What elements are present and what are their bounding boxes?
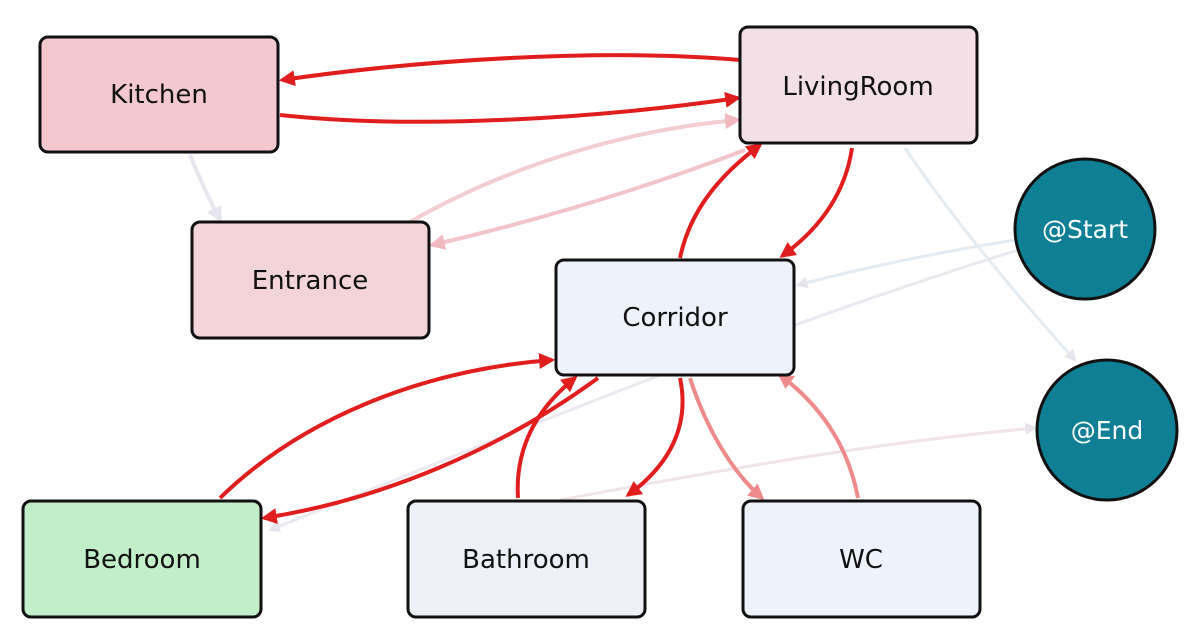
nodes-layer: Kitchen LivingRoom Entrance Corridor @St… <box>21 25 1179 619</box>
edge-entrance-to-living <box>408 113 742 224</box>
node-end-circle <box>1035 358 1179 502</box>
edge-start-to-corridor <box>795 238 1016 289</box>
node-entrance-label: Entrance <box>252 266 369 296</box>
node-livingroom-box <box>738 25 979 145</box>
edge-kitchen-to-entrance <box>188 154 222 223</box>
node-entrance[interactable]: Entrance <box>190 220 431 340</box>
edge-corridor-to-bedroom <box>260 376 600 524</box>
node-wc-label: WC <box>839 545 883 575</box>
node-corridor-box <box>554 258 796 377</box>
node-bathroom-label: Bathroom <box>462 545 590 575</box>
edge-corridor-to-living <box>678 143 763 259</box>
edge-bathroom-to-corridor <box>515 376 578 499</box>
node-start[interactable]: @Start <box>1013 157 1157 301</box>
edge-corridor-to-wc <box>688 377 765 501</box>
node-start-circle <box>1013 157 1157 301</box>
edge-wc-to-corridor <box>777 373 860 499</box>
node-bedroom-box <box>21 499 263 619</box>
node-start-label: @Start <box>1042 215 1128 244</box>
edge-living-to-end <box>903 147 1077 362</box>
edge-bedroom-to-corridor <box>218 352 556 500</box>
node-kitchen[interactable]: Kitchen <box>38 35 280 154</box>
node-bathroom[interactable]: Bathroom <box>406 499 647 619</box>
edge-start-to-bedroom <box>267 248 1019 533</box>
edge-living-to-kitchen <box>278 53 741 87</box>
node-kitchen-label: Kitchen <box>110 80 208 110</box>
node-end-label: @End <box>1071 416 1144 445</box>
node-wc-box <box>741 499 982 619</box>
node-end[interactable]: @End <box>1035 358 1179 502</box>
node-livingroom[interactable]: LivingRoom <box>738 25 979 145</box>
node-livingroom-label: LivingRoom <box>782 72 933 102</box>
node-corridor-label: Corridor <box>622 303 728 333</box>
node-kitchen-box <box>38 35 280 154</box>
edge-bathroom-to-end <box>559 422 1038 502</box>
node-bathroom-box <box>406 499 647 619</box>
edge-kitchen-to-living <box>279 91 742 124</box>
node-entrance-box <box>190 220 431 340</box>
node-corridor[interactable]: Corridor <box>554 258 796 377</box>
edge-living-to-entrance <box>428 148 746 250</box>
edge-corridor-to-bathroom <box>625 377 685 497</box>
edge-living-to-corridor <box>779 147 854 258</box>
edges-layer <box>188 53 1077 533</box>
node-bedroom[interactable]: Bedroom <box>21 499 263 619</box>
node-wc[interactable]: WC <box>741 499 982 619</box>
node-bedroom-label: Bedroom <box>83 545 201 575</box>
